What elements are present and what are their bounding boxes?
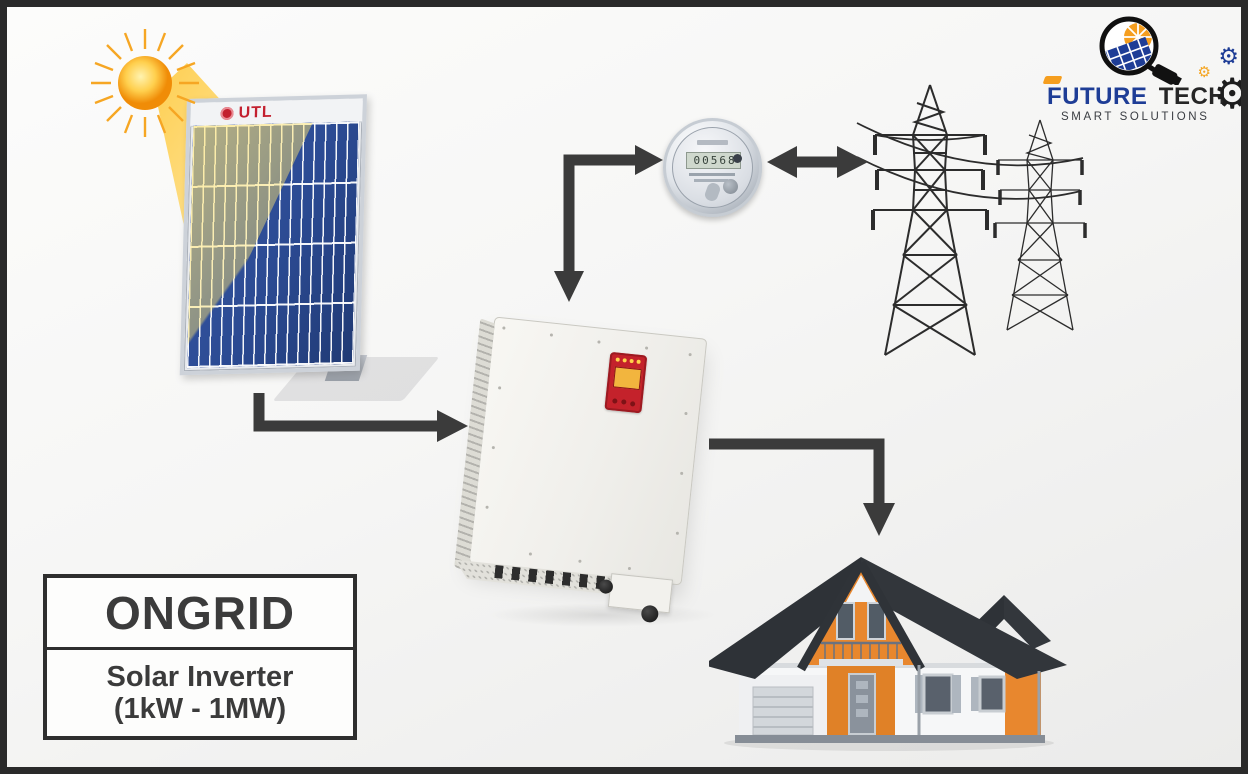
energy-meter: 00568	[663, 118, 762, 217]
house-windows	[915, 673, 1006, 715]
meter-lcd: 00568	[685, 152, 741, 170]
logo-solar-camera-icon	[1099, 16, 1182, 85]
cable-gland-icon	[598, 578, 614, 595]
house-icon	[709, 557, 1067, 751]
house-gable	[797, 560, 925, 672]
gear-icon: ⚙	[1197, 64, 1211, 81]
inverter-control-panel	[604, 351, 648, 414]
logo-tagline: SMART SOLUTIONS	[1061, 111, 1210, 123]
meter-seal	[703, 181, 722, 203]
house-orange-wall	[1005, 668, 1041, 737]
arrow-meter-grid	[767, 146, 868, 178]
house-roof-left	[709, 557, 861, 679]
panel-brand: UTL	[238, 103, 273, 122]
label-subtitle-line1: Solar Inverter	[106, 660, 294, 693]
gear-icon: ⚙	[1213, 70, 1248, 117]
house-entrance	[827, 666, 895, 737]
label-box: ONGRID Solar Inverter (1kW - 1MW)	[43, 574, 357, 740]
meter-face: 00568	[672, 127, 753, 208]
inverter-screws	[502, 326, 506, 330]
label-divider	[47, 647, 353, 650]
inverter-leds	[615, 357, 620, 362]
house-plinth	[735, 735, 1045, 743]
ongrid-solar-inverter	[454, 316, 708, 624]
house-balcony	[819, 641, 903, 666]
back-tower	[993, 119, 1087, 331]
house-garage	[739, 675, 827, 737]
label-subtitle: Solar Inverter (1kW - 1MW)	[47, 650, 353, 736]
f-accent	[1042, 76, 1063, 84]
inverter-vent-side	[454, 318, 495, 573]
meter-dial	[722, 179, 738, 195]
utl-logo-icon	[220, 106, 234, 121]
house-roof-right	[861, 557, 1067, 679]
label-title: ONGRID	[105, 586, 295, 639]
transmission-towers-icon	[856, 84, 1087, 356]
front-tower	[871, 84, 989, 356]
logo-text: FUTURE TECH	[1042, 76, 1241, 111]
utl-solar-panel: UTL	[179, 94, 440, 401]
cctv-camera-icon	[1152, 64, 1182, 85]
logo-brand-second: TECH	[1158, 83, 1227, 110]
meter-label-bar	[688, 173, 735, 177]
logo-gears: ⚙ ⚙ ⚙	[1191, 45, 1248, 127]
inverter-shadow	[487, 603, 717, 627]
logo-brand-first: FUTURE	[1042, 76, 1147, 111]
meter-label-bar2	[693, 179, 729, 183]
power-lines	[856, 122, 1084, 200]
meter-button	[732, 154, 742, 164]
meter-brand-bar	[696, 139, 729, 145]
gear-icon: ⚙	[1218, 43, 1239, 69]
inverter-junction-box	[598, 573, 674, 624]
inverter-display	[612, 366, 642, 391]
arrow-inverter-meter	[554, 145, 663, 302]
label-subtitle-line2: (1kW - 1MW)	[113, 693, 287, 725]
inverter-buttons	[612, 398, 618, 404]
arrow-inverter-to-house	[709, 438, 895, 536]
sun-icon	[91, 29, 199, 137]
company-logo: FUTURE TECH SMART SOLUTIONS ⚙ ⚙ ⚙	[1042, 13, 1248, 133]
